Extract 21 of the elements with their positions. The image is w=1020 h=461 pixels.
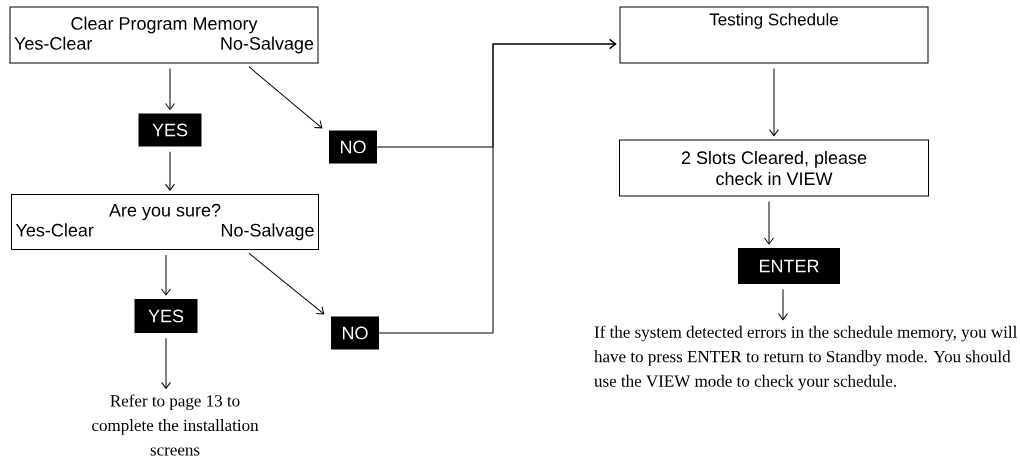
key-label: YES — [138, 113, 202, 147]
screen-box: Testing Schedule — [619, 6, 929, 64]
arrow — [248, 66, 323, 129]
note-text: Refer to page 13 to complete the installation screens — [92, 394, 259, 456]
arrow — [764, 201, 774, 245]
arrow — [161, 337, 171, 389]
menu-box: Are you sure? Yes-Clear No-Salvage — [11, 194, 319, 250]
arrow — [248, 252, 325, 315]
arrow — [165, 151, 175, 191]
key-label: NO — [331, 316, 379, 350]
arrow — [161, 254, 171, 296]
key-label: ENTER — [738, 248, 840, 284]
arrow — [378, 39, 617, 334]
screen-box: 2 Slots Cleared, please check in VIEW — [619, 139, 929, 197]
key-label: YES — [134, 299, 198, 333]
arrow — [778, 288, 788, 321]
arrow — [165, 68, 175, 110]
arrow — [769, 68, 779, 137]
menu-box: Clear Program Memory Yes-Clear No-Salvage — [9, 6, 319, 64]
note-text: If the system detected errors in the schedule memory, you will have to press ENTER to return to Standby mode. You should use the VIEW mode to check your schedule. — [594, 325, 1017, 391]
key-label: NO — [329, 130, 377, 164]
